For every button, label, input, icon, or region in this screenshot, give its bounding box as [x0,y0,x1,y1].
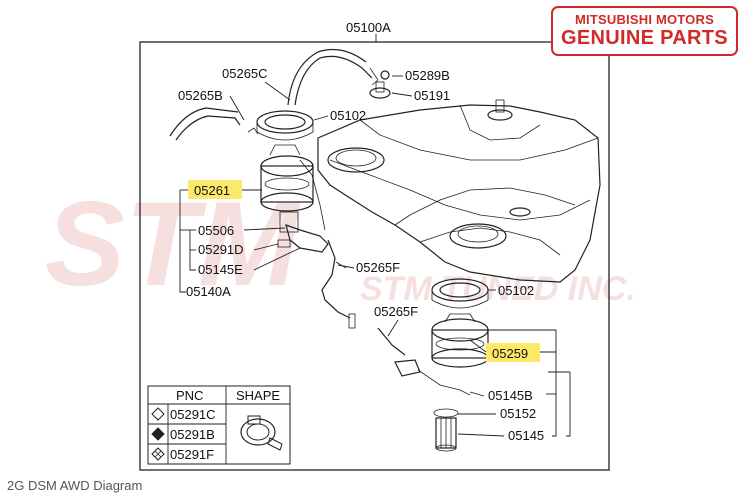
label-05265F-top: 05265F [356,260,400,275]
pump-assembly-lower [394,313,489,396]
hose-05265B [175,115,241,141]
watermark: STM STM TUNED INC. [45,177,636,311]
label-05140A: 05140A [186,284,231,299]
label-05289B: 05289B [405,68,450,83]
label-05265B: 05265B [178,88,223,103]
label-05145: 05145 [508,428,544,443]
label-05506: 05506 [198,223,234,238]
legend-row-05291F: 05291F [170,447,214,462]
legend-filled-diamond-icon [151,427,165,441]
label-05265C: 05265C [222,66,268,81]
legend-row-05291C: 05291C [170,407,216,422]
label-05145B: 05145B [488,388,533,403]
diagram-border [139,41,610,471]
label-05100A: 05100A [346,20,391,35]
fitting-05191 [369,81,391,99]
label-05102-top: 05102 [330,108,366,123]
highlight-05259 [486,343,540,362]
legend-header-shape: SHAPE [236,388,280,403]
diagram-caption: 2G DSM AWD Diagram [7,478,143,493]
fuel-line-upper [321,239,351,319]
badge-line1: MITSUBISHI MOTORS [575,12,714,27]
label-05102-mid: 05102 [498,283,534,298]
fuel-tank [317,99,601,283]
leader-lines [179,75,571,437]
label-05261: 05261 [194,183,230,198]
small-part-05291D [277,239,291,248]
pnc-legend-table: PNC SHAPE 05291C 05291B 05291F [147,385,291,465]
legend-open-diamond-icon [151,407,165,421]
hose-clamp-shape [240,415,283,451]
label-05145E: 05145E [198,262,243,277]
label-05291D: 05291D [198,242,244,257]
highlight-05261 [188,180,242,199]
lock-ring-top [256,110,314,141]
fitting-05289B [369,67,390,86]
label-05259: 05259 [492,346,528,361]
legend-hatched-diamond-icon [151,447,165,461]
badge-line2: GENUINE PARTS [561,27,728,49]
vent-hose-top [294,55,373,106]
watermark-big-text: STM [45,177,301,311]
label-05152: 05152 [500,406,536,421]
legend-header-pnc: PNC [176,388,203,403]
pump-assembly-upper [260,144,329,253]
clip-05265B [247,127,259,135]
genuine-parts-badge: MITSUBISHI MOTORS GENUINE PARTS [551,6,738,56]
label-05265F-bottom: 05265F [374,304,418,319]
fuel-line-lower [377,327,406,356]
label-05191: 05191 [414,88,450,103]
legend-row-05291B: 05291B [170,427,215,442]
fuel-strainer [433,408,459,452]
